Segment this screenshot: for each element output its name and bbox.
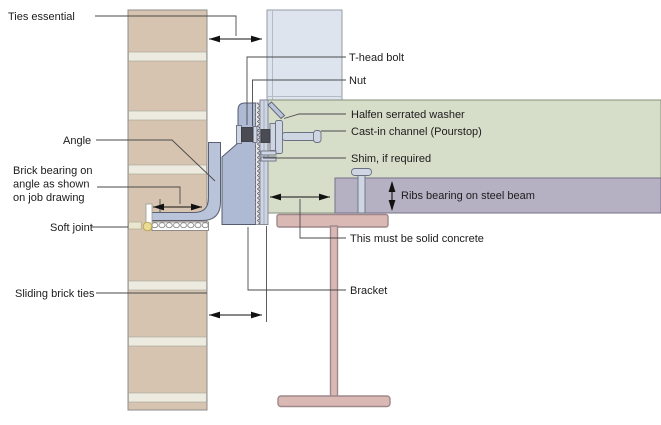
arrowhead-right: [319, 193, 330, 201]
soft-joint-band: [128, 221, 142, 230]
shear-stud-shaft: [357, 174, 366, 214]
label-cast-in-channel: Cast-in channel (Pourstop): [351, 126, 482, 138]
arrowhead-down: [388, 200, 396, 211]
arrowhead-left: [153, 203, 164, 211]
label-brick-bearing-line3: on job drawing: [13, 192, 85, 204]
arrowhead-right: [251, 311, 262, 319]
beam-web: [329, 225, 339, 398]
label-ties-essential: Ties essential: [8, 11, 75, 23]
leader-brick-bearing: [97, 186, 181, 204]
soft-joint-filler: [151, 221, 209, 231]
bolt-dark-parts: [241, 127, 271, 143]
arrowhead-left: [270, 193, 281, 201]
label-nut: Nut: [349, 75, 366, 87]
serrated-joint: [255, 102, 261, 225]
beam-top-flange: [276, 213, 389, 228]
t-head-bolt-end: [313, 130, 322, 143]
deck-rib-block: [334, 177, 661, 214]
arrowhead-left: [209, 311, 220, 319]
leader-halfen-washer: [283, 113, 346, 119]
label-brick-bearing-line2: angle as shown: [13, 179, 89, 191]
support-bracket: [221, 102, 256, 225]
leader-t-head-bolt: [246, 56, 346, 125]
leader-lines: [91, 15, 346, 322]
label-ribs-bearing: Ribs bearing on steel beam: [401, 190, 535, 202]
t-head-anchor: [260, 129, 271, 143]
sealant-bead: [142, 221, 153, 232]
arrowhead-up: [388, 181, 396, 192]
mortar-joint: [128, 51, 207, 62]
cast-in-channel: [269, 123, 276, 151]
washer-plate: [236, 125, 242, 144]
brick-wall: [127, 9, 208, 411]
mortar-joint: [128, 336, 207, 347]
washer-plate: [252, 126, 258, 143]
label-angle: Angle: [63, 135, 91, 147]
arrowhead-left: [209, 35, 220, 43]
serrated-washer-wedge: [267, 101, 286, 120]
mortar-joints: [128, 51, 207, 403]
fixing-hardware: [236, 120, 322, 162]
shim-plate: [260, 150, 277, 156]
label-t-head-bolt: T-head bolt: [349, 52, 404, 64]
nut-block: [241, 127, 254, 142]
mortar-joint: [128, 280, 207, 291]
steel-beam: [276, 213, 391, 408]
leader-ties-essential: [95, 15, 237, 36]
shear-stud: [351, 168, 372, 214]
label-solid-concrete: This must be solid concrete: [350, 233, 484, 245]
mortar-joint: [128, 392, 207, 403]
shim-plate: [260, 156, 277, 162]
label-sliding-brick-ties: Sliding brick ties: [15, 288, 95, 300]
label-shim-if-required: Shim, if required: [351, 153, 431, 165]
label-soft-joint: Soft joint: [50, 222, 93, 234]
label-halfen-serrated-washer: Halfen serrated washer: [351, 109, 465, 121]
leader-nut: [252, 79, 346, 126]
dimension-arrows: [153, 35, 396, 319]
t-head-bolt-rod: [282, 132, 316, 141]
leader-angle: [96, 139, 216, 182]
shelf-angle: [147, 142, 221, 221]
mortar-joint: [128, 110, 207, 121]
concrete-column: [266, 9, 343, 101]
arrowhead-right: [251, 35, 262, 43]
beam-bottom-flange: [277, 395, 391, 408]
label-bracket: Bracket: [350, 285, 387, 297]
leader-solid-concrete: [299, 199, 346, 239]
shear-stud-head: [351, 168, 372, 176]
label-brick-bearing-line1: Brick bearing on: [13, 165, 93, 177]
arrowhead-right: [191, 203, 202, 211]
mortar-joint: [128, 164, 207, 175]
leader-bracket: [247, 227, 346, 291]
cast-in-channel-lip: [275, 120, 283, 154]
